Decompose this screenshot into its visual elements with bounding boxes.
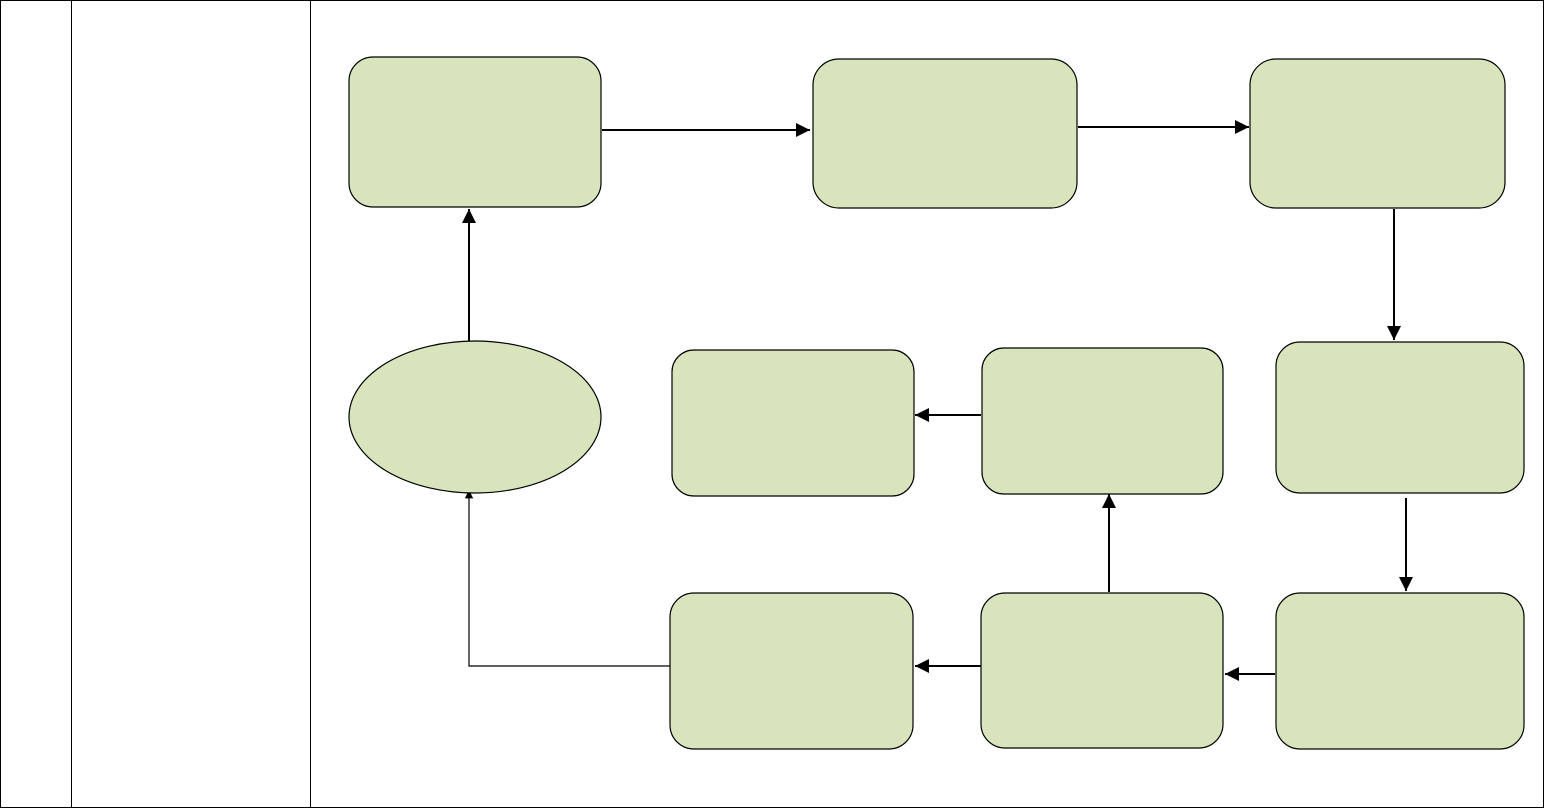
flow-node-n9 [981,347,1224,495]
flow-node-n10 [348,340,602,494]
flow-node-n7 [669,592,914,750]
flow-node-n1 [348,56,602,208]
flow-node-n3 [1249,58,1506,209]
flow-node-n2 [812,58,1078,209]
flow-node-n5 [1275,592,1525,750]
flow-node-n8 [671,349,915,497]
edge-n7-n10 [464,490,670,667]
flow-edges [462,120,1413,681]
flow-node-n4 [1275,341,1525,494]
flow-node-n6 [980,592,1224,749]
flow-nodes [348,56,1525,750]
